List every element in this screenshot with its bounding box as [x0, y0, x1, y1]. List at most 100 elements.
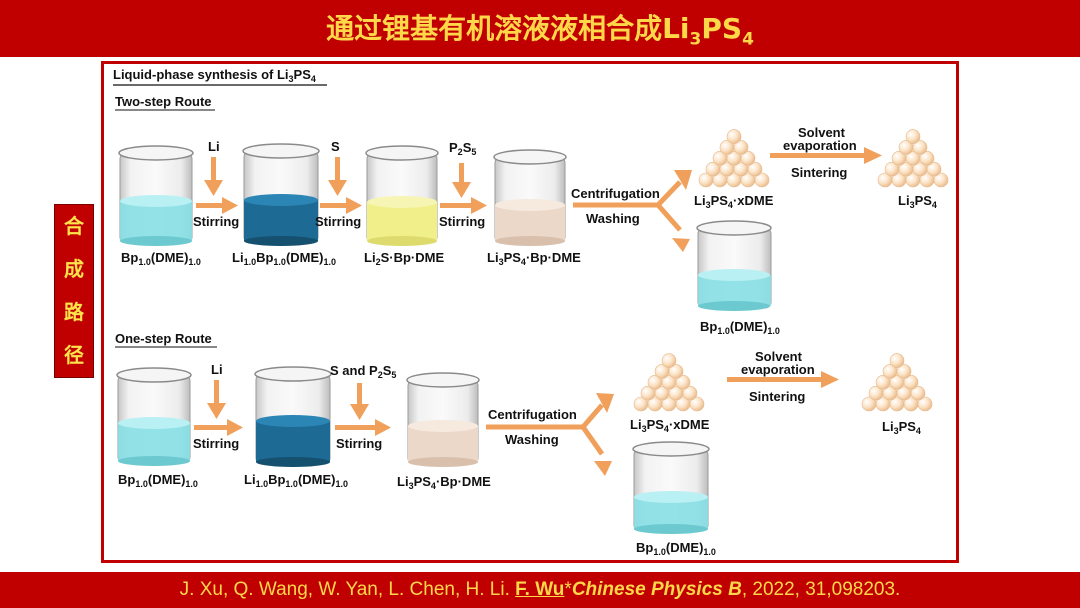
reagent-label: S	[331, 139, 340, 154]
diagram-heading: Liquid-phase synthesis of Li3PS4	[113, 67, 316, 84]
beaker	[632, 441, 710, 534]
step-label: Stirring	[193, 214, 239, 229]
product-label: Li3PS4·xDME	[694, 193, 774, 210]
crystal-sphere	[917, 396, 933, 412]
crystal-sphere	[747, 161, 763, 177]
crystal-sphere	[889, 353, 905, 368]
two-step-route-title: Two-step Route	[115, 94, 212, 109]
side-label-char: 径	[64, 343, 84, 367]
split-label: Washing	[505, 432, 559, 447]
crystal-sphere	[668, 364, 684, 379]
process-arrow	[194, 419, 243, 436]
side-label-char: 合	[64, 214, 84, 238]
reagent-label: P2S5	[449, 140, 476, 157]
crystal-sphere	[740, 151, 756, 166]
reagent-arrow	[350, 383, 369, 420]
crystal-sphere	[754, 172, 770, 188]
process-arrow	[320, 197, 362, 214]
product-label: Bp1.0(DME)1.0	[118, 472, 198, 489]
fork-arrowhead	[672, 238, 690, 252]
beaker	[696, 220, 772, 311]
beaker	[493, 149, 567, 246]
beaker	[242, 143, 320, 246]
reagent-label: Li	[211, 362, 223, 377]
crystal-pile	[877, 129, 949, 188]
product-label: Li3PS4·xDME	[630, 417, 710, 434]
crystal-pile	[633, 353, 705, 412]
reagent-arrow	[328, 157, 347, 196]
beaker	[254, 366, 332, 467]
fork-arrow	[573, 180, 682, 232]
step-label: Stirring	[439, 214, 485, 229]
fork-arrow	[486, 403, 605, 456]
crystal-sphere	[726, 129, 742, 144]
diagram-frame	[101, 61, 959, 563]
split-label: Centrifugation	[571, 186, 660, 201]
crystal-sphere	[675, 374, 691, 390]
process-arrow	[335, 419, 391, 436]
beaker	[406, 372, 480, 467]
crystal-sphere	[682, 385, 698, 401]
crystal-sphere	[661, 353, 677, 368]
product-label: Li3PS4	[882, 419, 921, 436]
process-arrow	[727, 371, 839, 388]
reagent-arrow	[204, 157, 223, 196]
beaker	[365, 145, 439, 246]
synthesis-route-side-label: 合 成 路 径	[54, 204, 94, 378]
final-step-label: Solvent	[798, 125, 846, 140]
step-label: Stirring	[193, 436, 239, 451]
product-label: Bp1.0(DME)1.0	[121, 250, 201, 267]
crystal-pile	[698, 129, 770, 188]
one-step-route-title: One-step Route	[115, 331, 212, 346]
footer-bar	[0, 572, 1080, 608]
step-label: Stirring	[336, 436, 382, 451]
split-label: Centrifugation	[488, 407, 577, 422]
product-label: Li1.0Bp1.0(DME)1.0	[244, 472, 348, 489]
crystal-sphere	[733, 140, 749, 155]
final-step-label: evaporation	[741, 362, 815, 377]
crystal-sphere	[689, 396, 705, 412]
crystal-sphere	[919, 151, 935, 166]
product-label: Li2S·Bp·DME	[364, 250, 444, 267]
side-label-char: 成	[64, 257, 84, 281]
fork-arrowhead	[674, 170, 692, 190]
reagent-arrow	[452, 163, 471, 198]
product-label: Li3PS4·Bp·DME	[487, 250, 581, 267]
header-bar	[0, 0, 1080, 57]
crystal-sphere	[905, 129, 921, 144]
product-label: Bp1.0(DME)1.0	[700, 319, 780, 336]
final-step-label: Solvent	[755, 349, 803, 364]
final-step-label: evaporation	[783, 138, 857, 153]
crystal-sphere	[926, 161, 942, 177]
beaker	[118, 145, 194, 246]
beaker	[116, 367, 192, 466]
crystal-sphere	[896, 364, 912, 379]
reagent-label: Li	[208, 139, 220, 154]
final-step-label: Sintering	[749, 389, 805, 404]
product-label: Li3PS4·Bp·DME	[397, 474, 491, 491]
page-title: 通过锂基有机溶液液相合成Li3PS4	[326, 12, 754, 50]
side-label-char: 路	[64, 300, 84, 324]
split-label: Washing	[586, 211, 640, 226]
final-step-label: Sintering	[791, 165, 847, 180]
step-label: Stirring	[315, 214, 361, 229]
process-arrow	[440, 197, 487, 214]
reagent-label: S and P2S5	[330, 363, 396, 380]
process-arrow	[770, 147, 882, 164]
citation: J. Xu, Q. Wang, W. Yan, L. Chen, H. Li. …	[179, 579, 901, 600]
fork-arrowhead	[596, 393, 614, 413]
crystal-sphere	[912, 140, 928, 155]
fork-arrowhead	[594, 461, 612, 476]
crystal-pile	[861, 353, 933, 412]
product-label: Li3PS4	[898, 193, 937, 210]
product-label: Bp1.0(DME)1.0	[636, 540, 716, 557]
crystal-sphere	[910, 385, 926, 401]
product-label: Li1.0Bp1.0(DME)1.0	[232, 250, 336, 267]
crystal-sphere	[903, 374, 919, 390]
crystal-sphere	[933, 172, 949, 188]
corresponding-author: F. Wu	[515, 579, 565, 600]
journal-name: Chinese Physics B	[571, 579, 742, 600]
process-arrow	[196, 197, 238, 214]
reagent-arrow	[207, 380, 226, 419]
